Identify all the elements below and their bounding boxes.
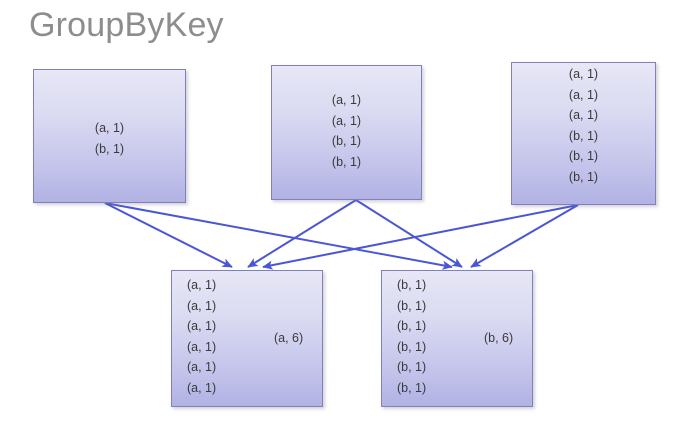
input-box-input-3 (511, 62, 656, 205)
page-title: GroupByKey (29, 6, 224, 44)
edge-input-1-to-result-b (104, 202, 453, 270)
input-box-text: (a, 1) (b, 1) (94, 121, 125, 156)
result-box-result-b (381, 270, 533, 407)
input-box-input-1 (33, 69, 186, 203)
input-box-text: (a, 1) (a, 1) (a, 1) (b, 1) (b, 1) (b, 1… (568, 67, 599, 184)
result-box-result-a (171, 270, 323, 407)
input-box-text: (a, 1) (a, 1) (b, 1) (b, 1) (331, 93, 362, 169)
edge-input-3-to-result-b (470, 204, 579, 268)
input-box-input-2 (271, 65, 422, 200)
result-box-text: (b, 1) (b, 1) (b, 1) (b, 1) (b, 1) (b, 1… (397, 278, 427, 395)
result-box-text: (a, 1) (a, 1) (a, 1) (a, 1) (a, 1) (a, 1… (187, 278, 217, 395)
edge-input-2-to-result-b (355, 199, 463, 268)
edge-input-2-to-result-a (247, 199, 357, 268)
aggregate-value: (a, 6) (274, 331, 304, 345)
edge-input-3-to-result-a (262, 204, 579, 270)
edge-input-1-to-result-a (104, 202, 233, 268)
aggregate-value: (b, 6) (484, 331, 514, 345)
